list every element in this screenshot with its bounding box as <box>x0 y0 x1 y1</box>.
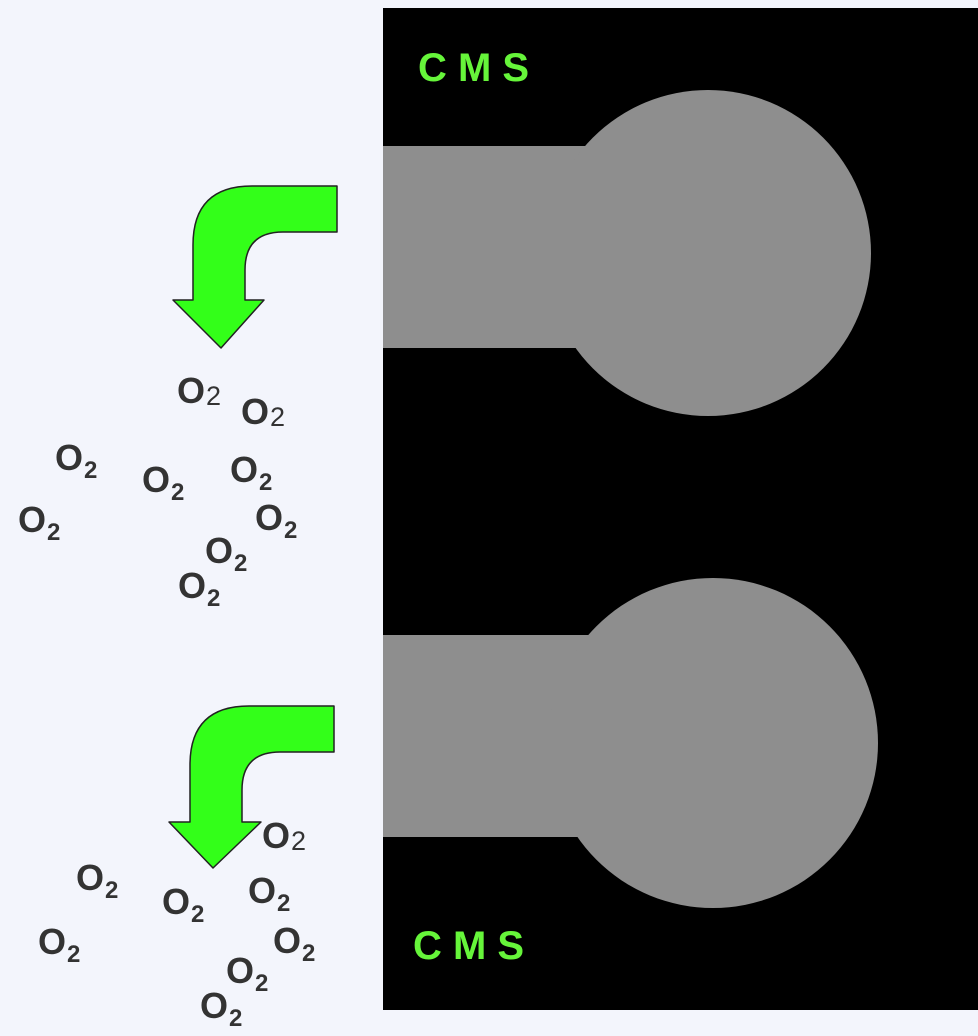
o2-molecule: O2 <box>200 985 243 1032</box>
cms-label-top: C M S <box>418 46 531 90</box>
o2-molecule: O2 <box>273 920 316 967</box>
o2-molecule: O2 <box>177 370 222 411</box>
o2-molecule: O2 <box>38 921 81 968</box>
o2-molecule: O2 <box>76 857 119 904</box>
o2-molecule: O2 <box>142 459 185 506</box>
o2-molecule: O2 <box>55 437 98 484</box>
o2-molecule: O2 <box>230 449 273 496</box>
o2-molecule: O2 <box>241 391 286 432</box>
o2-molecule: O2 <box>248 870 291 917</box>
o2-molecule: O2 <box>178 565 221 612</box>
o2-molecule: O2 <box>262 815 307 856</box>
bulb-shape-bottom <box>383 578 878 908</box>
o2-molecule: O2 <box>255 497 298 544</box>
bulb-shape-top <box>383 90 871 416</box>
o2-molecule: O2 <box>226 950 269 997</box>
o2-molecule: O2 <box>18 499 61 546</box>
cms-label-bottom: C M S <box>413 924 526 968</box>
o2-molecule: O2 <box>162 881 205 928</box>
o2-molecule: O2 <box>205 530 248 577</box>
